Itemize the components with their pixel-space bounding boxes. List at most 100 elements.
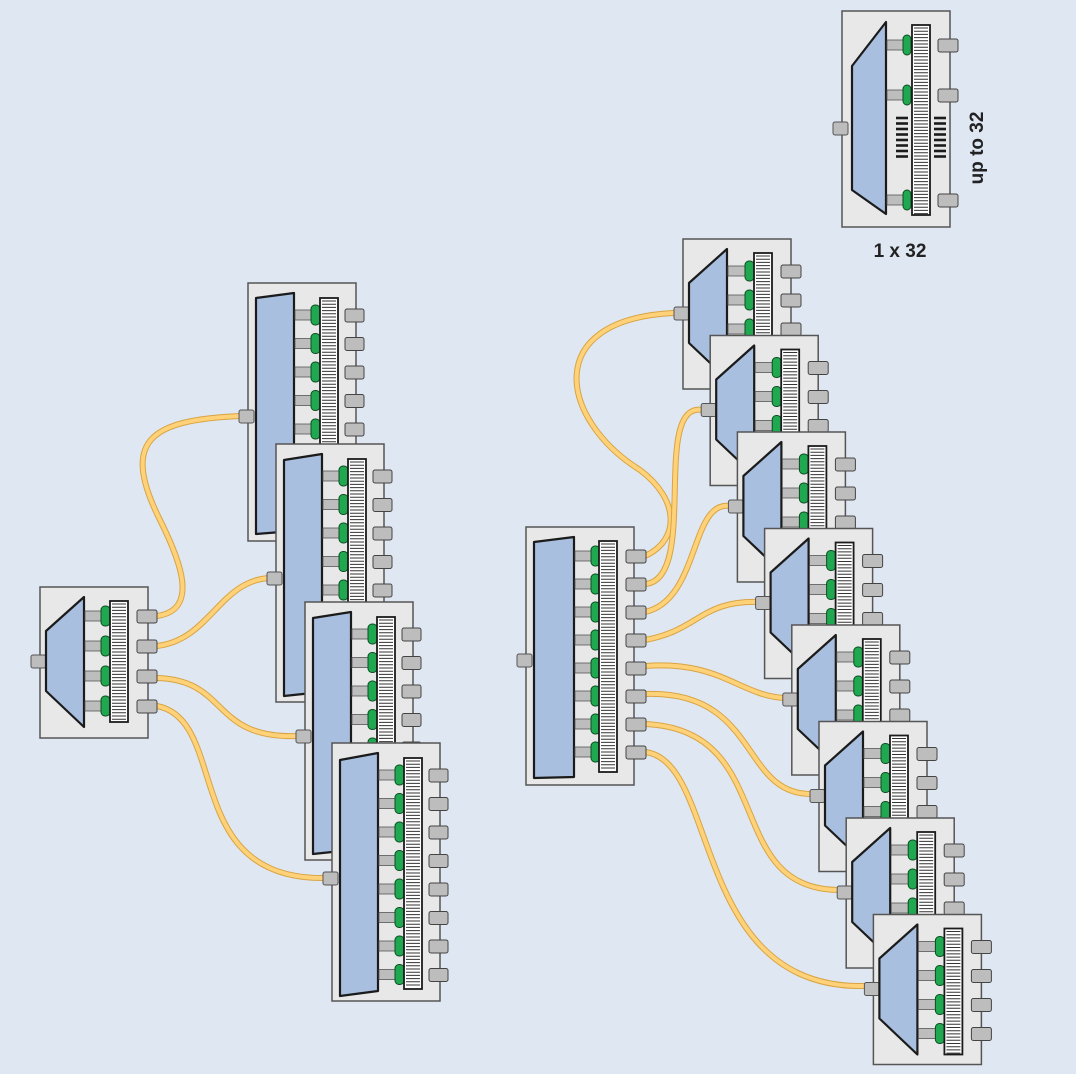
- port-plug: [937, 193, 959, 208]
- input-connector: [322, 871, 339, 886]
- port-adapter: [934, 965, 945, 986]
- port-adapter: [826, 550, 837, 571]
- port-plug: [372, 498, 393, 512]
- port-adapter: [100, 605, 111, 627]
- input-connector: [516, 653, 533, 668]
- port-plug: [970, 940, 992, 954]
- port-plug: [428, 854, 449, 868]
- fiber-cables: [139, 310, 868, 990]
- port-plug: [428, 882, 449, 897]
- port-adapter: [853, 646, 864, 668]
- port-adapter: [394, 935, 405, 957]
- port-adapter: [367, 709, 378, 730]
- fiber-cable: [643, 691, 814, 797]
- fiber-cable-edge: [642, 690, 815, 798]
- fiber-cable: [574, 311, 675, 558]
- port-adapter: [902, 189, 912, 211]
- port-plug: [401, 684, 422, 699]
- port-plug: [344, 422, 365, 437]
- splitter-body: [850, 20, 888, 216]
- port-adapter: [338, 465, 349, 487]
- port-plug: [834, 457, 856, 472]
- port-adapter: [394, 850, 405, 871]
- port-adapter: [310, 390, 321, 411]
- port-adapter: [880, 772, 891, 793]
- port-plug: [625, 549, 647, 564]
- fiber-cable: [155, 576, 272, 648]
- port-adapter: [310, 333, 321, 354]
- port-plug: [136, 609, 158, 624]
- port-adapter: [394, 964, 405, 985]
- port-adapter: [744, 289, 755, 311]
- port-adapter: [367, 652, 378, 673]
- port-adapter: [394, 764, 405, 786]
- port-plug: [834, 486, 856, 501]
- port-plug: [889, 708, 911, 723]
- fiber-cable: [643, 407, 705, 586]
- port-adapter: [744, 260, 755, 282]
- input-connector: [238, 409, 255, 424]
- input-connector: [863, 982, 880, 996]
- port-adapter: [310, 304, 321, 326]
- port-plug: [625, 689, 647, 704]
- port-adapter: [826, 579, 837, 600]
- port-plug: [862, 554, 884, 568]
- comb-teeth: [946, 931, 961, 1054]
- port-plug: [625, 717, 647, 732]
- splitter-body: [44, 595, 86, 729]
- port-plug: [937, 38, 959, 53]
- port-plug: [625, 577, 647, 592]
- port-plug: [862, 583, 884, 597]
- input-connector: [727, 499, 744, 514]
- port-plug: [344, 337, 365, 351]
- port-plug: [372, 526, 393, 541]
- port-adapter: [853, 675, 864, 697]
- input-connector: [832, 121, 849, 136]
- port-adapter: [367, 623, 378, 645]
- port-plug: [943, 872, 965, 887]
- fiber-cable: [643, 503, 732, 614]
- splitter-module: [516, 526, 647, 786]
- input-connector: [755, 596, 772, 610]
- port-plug: [428, 939, 449, 954]
- port-plug: [625, 745, 647, 760]
- port-adapter: [338, 522, 349, 544]
- port-plug: [401, 656, 422, 670]
- port-plug: [428, 768, 449, 783]
- comb-teeth: [112, 603, 126, 720]
- port-plug: [916, 776, 938, 790]
- port-plug: [916, 805, 938, 819]
- fiber-cable-edge: [642, 502, 733, 615]
- input-connector: [700, 403, 717, 417]
- port-plug: [889, 650, 911, 665]
- port-adapter: [338, 494, 349, 515]
- port-plug: [889, 679, 911, 694]
- port-plug: [943, 843, 965, 858]
- splitter-modules: [30, 10, 992, 1066]
- port-adapter: [367, 680, 378, 702]
- port-plug: [834, 515, 856, 530]
- port-adapter: [934, 1023, 945, 1044]
- port-adapter: [310, 361, 321, 383]
- port-adapter: [907, 839, 918, 861]
- port-adapter: [338, 551, 349, 572]
- port-adapter: [798, 482, 809, 504]
- input-connector: [782, 692, 799, 707]
- splitter-module: [863, 913, 992, 1066]
- fiber-cable: [643, 663, 787, 700]
- input-connector: [30, 654, 47, 669]
- port-adapter: [902, 84, 912, 106]
- comb-teeth: [601, 543, 615, 769]
- port-plug: [136, 639, 158, 654]
- split-ratio-label: 1 x 32: [874, 241, 927, 262]
- splitter-module: [782, 624, 911, 776]
- port-plug: [136, 669, 158, 684]
- port-plug: [401, 713, 422, 727]
- splitter-body: [532, 535, 576, 780]
- port-plug: [970, 1027, 992, 1041]
- port-plug: [970, 969, 992, 983]
- splitter-module: [322, 742, 449, 1002]
- fiber-cable: [155, 704, 327, 881]
- port-plug: [780, 264, 802, 279]
